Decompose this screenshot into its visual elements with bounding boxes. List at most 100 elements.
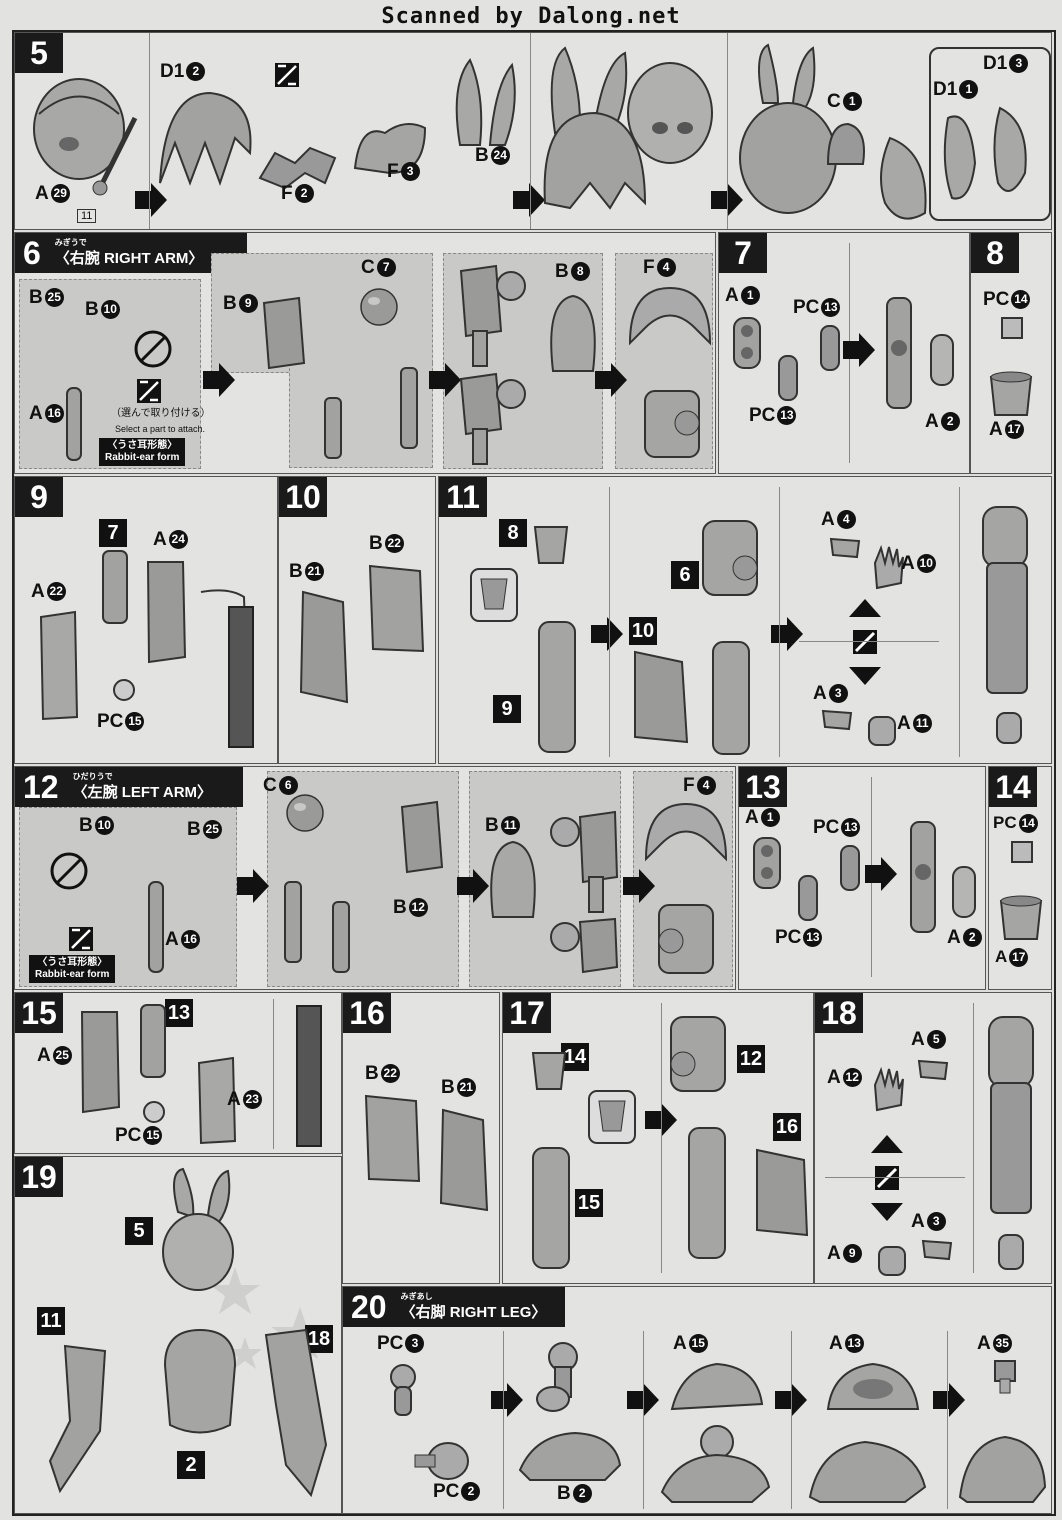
divider <box>779 487 780 757</box>
step-7-number: 7 <box>719 233 767 273</box>
divider <box>973 1003 974 1273</box>
ref-8: 8 <box>499 519 527 547</box>
arm-rod <box>332 901 350 973</box>
armor-plate-b21 <box>299 590 349 704</box>
next-arrow <box>237 869 269 903</box>
step-18-number: 18 <box>815 993 863 1033</box>
pc-ball <box>113 679 135 701</box>
shoulder-block <box>658 904 714 974</box>
step-19-panel: 19 5 11 2 18 <box>14 1156 342 1514</box>
swap-icon <box>275 63 299 87</box>
step-17-panel: 17 14 15 12 16 <box>502 992 814 1284</box>
foot-assembly <box>958 1435 1047 1503</box>
step-15-number: 15 <box>15 993 63 1033</box>
ref-14: 14 <box>561 1043 589 1071</box>
next-arrow <box>645 1103 677 1137</box>
divider <box>643 1331 644 1509</box>
armor-plate <box>634 650 689 744</box>
hand-cover-a4 <box>829 537 861 559</box>
next-arrow <box>491 1383 523 1417</box>
pc-part <box>798 875 818 921</box>
divider <box>149 33 150 229</box>
no-entry-icon <box>50 852 88 890</box>
pc-ball <box>143 1101 165 1123</box>
next-arrow <box>591 617 623 651</box>
next-arrow <box>623 869 655 903</box>
clear-shoulder-f4 <box>628 286 712 346</box>
swap-arrows <box>871 1135 903 1221</box>
forearm-half-a23 <box>197 1056 237 1145</box>
next-arrow <box>865 857 897 891</box>
divider <box>609 487 610 757</box>
form-badge: 〈うさ耳形態〉Rabbit-ear form <box>29 955 116 983</box>
fist-hand <box>878 1246 906 1276</box>
hand-cover-a5 <box>917 1059 949 1081</box>
step-20-title: 〈右脚 RIGHT LEG〉 <box>400 1303 547 1321</box>
cup-part <box>531 1052 567 1090</box>
elbow-assembly <box>910 821 936 933</box>
foot-cover-a15 <box>670 1362 764 1411</box>
hair-part <box>159 91 252 186</box>
cup-part-a17 <box>989 371 1033 416</box>
shoulder-cap-b11 <box>490 840 536 918</box>
step-20-ruby: みぎあし <box>400 1291 433 1301</box>
pc-part <box>820 325 840 371</box>
small-part-a35 <box>994 1360 1016 1394</box>
step-20-number: 20 <box>351 1288 387 1325</box>
h-line <box>799 641 939 642</box>
next-arrow <box>771 617 803 651</box>
divider <box>530 33 531 229</box>
forearm-half-a25 <box>80 1011 121 1114</box>
divider <box>959 487 960 757</box>
step-13-number: 13 <box>739 767 787 807</box>
swap-arrows <box>849 599 881 685</box>
divider <box>791 1331 792 1509</box>
shoulder-block <box>644 390 700 458</box>
swap-icon <box>69 927 93 951</box>
joint-part-c7 <box>360 288 398 326</box>
step-12-titlebar: 12 ひだりうで〈左腕 LEFT ARM〉 <box>15 767 243 807</box>
open-hand <box>873 1066 904 1112</box>
cup-inset <box>470 568 518 622</box>
elbow-cover-a2 <box>952 866 976 918</box>
forearm-assembly <box>532 1147 570 1269</box>
select-note-jp: （選んで取り付ける） <box>111 408 211 419</box>
tool-note: 11 <box>77 209 97 223</box>
form-badge: 〈うさ耳形態〉Rabbit-ear form <box>99 438 186 466</box>
step-8-number: 8 <box>971 233 1019 273</box>
pc-cube <box>1001 317 1023 339</box>
forearm-assembly <box>712 641 750 755</box>
foot-assembly <box>660 1425 771 1503</box>
step-20-titlebar: 20 みぎあし〈右脚 RIGHT LEG〉 <box>343 1287 565 1327</box>
armor-plate <box>756 1148 809 1237</box>
ref-9: 9 <box>493 695 521 723</box>
armor-frame-b22 <box>364 1094 421 1183</box>
forearm-cutaway <box>296 1005 322 1147</box>
